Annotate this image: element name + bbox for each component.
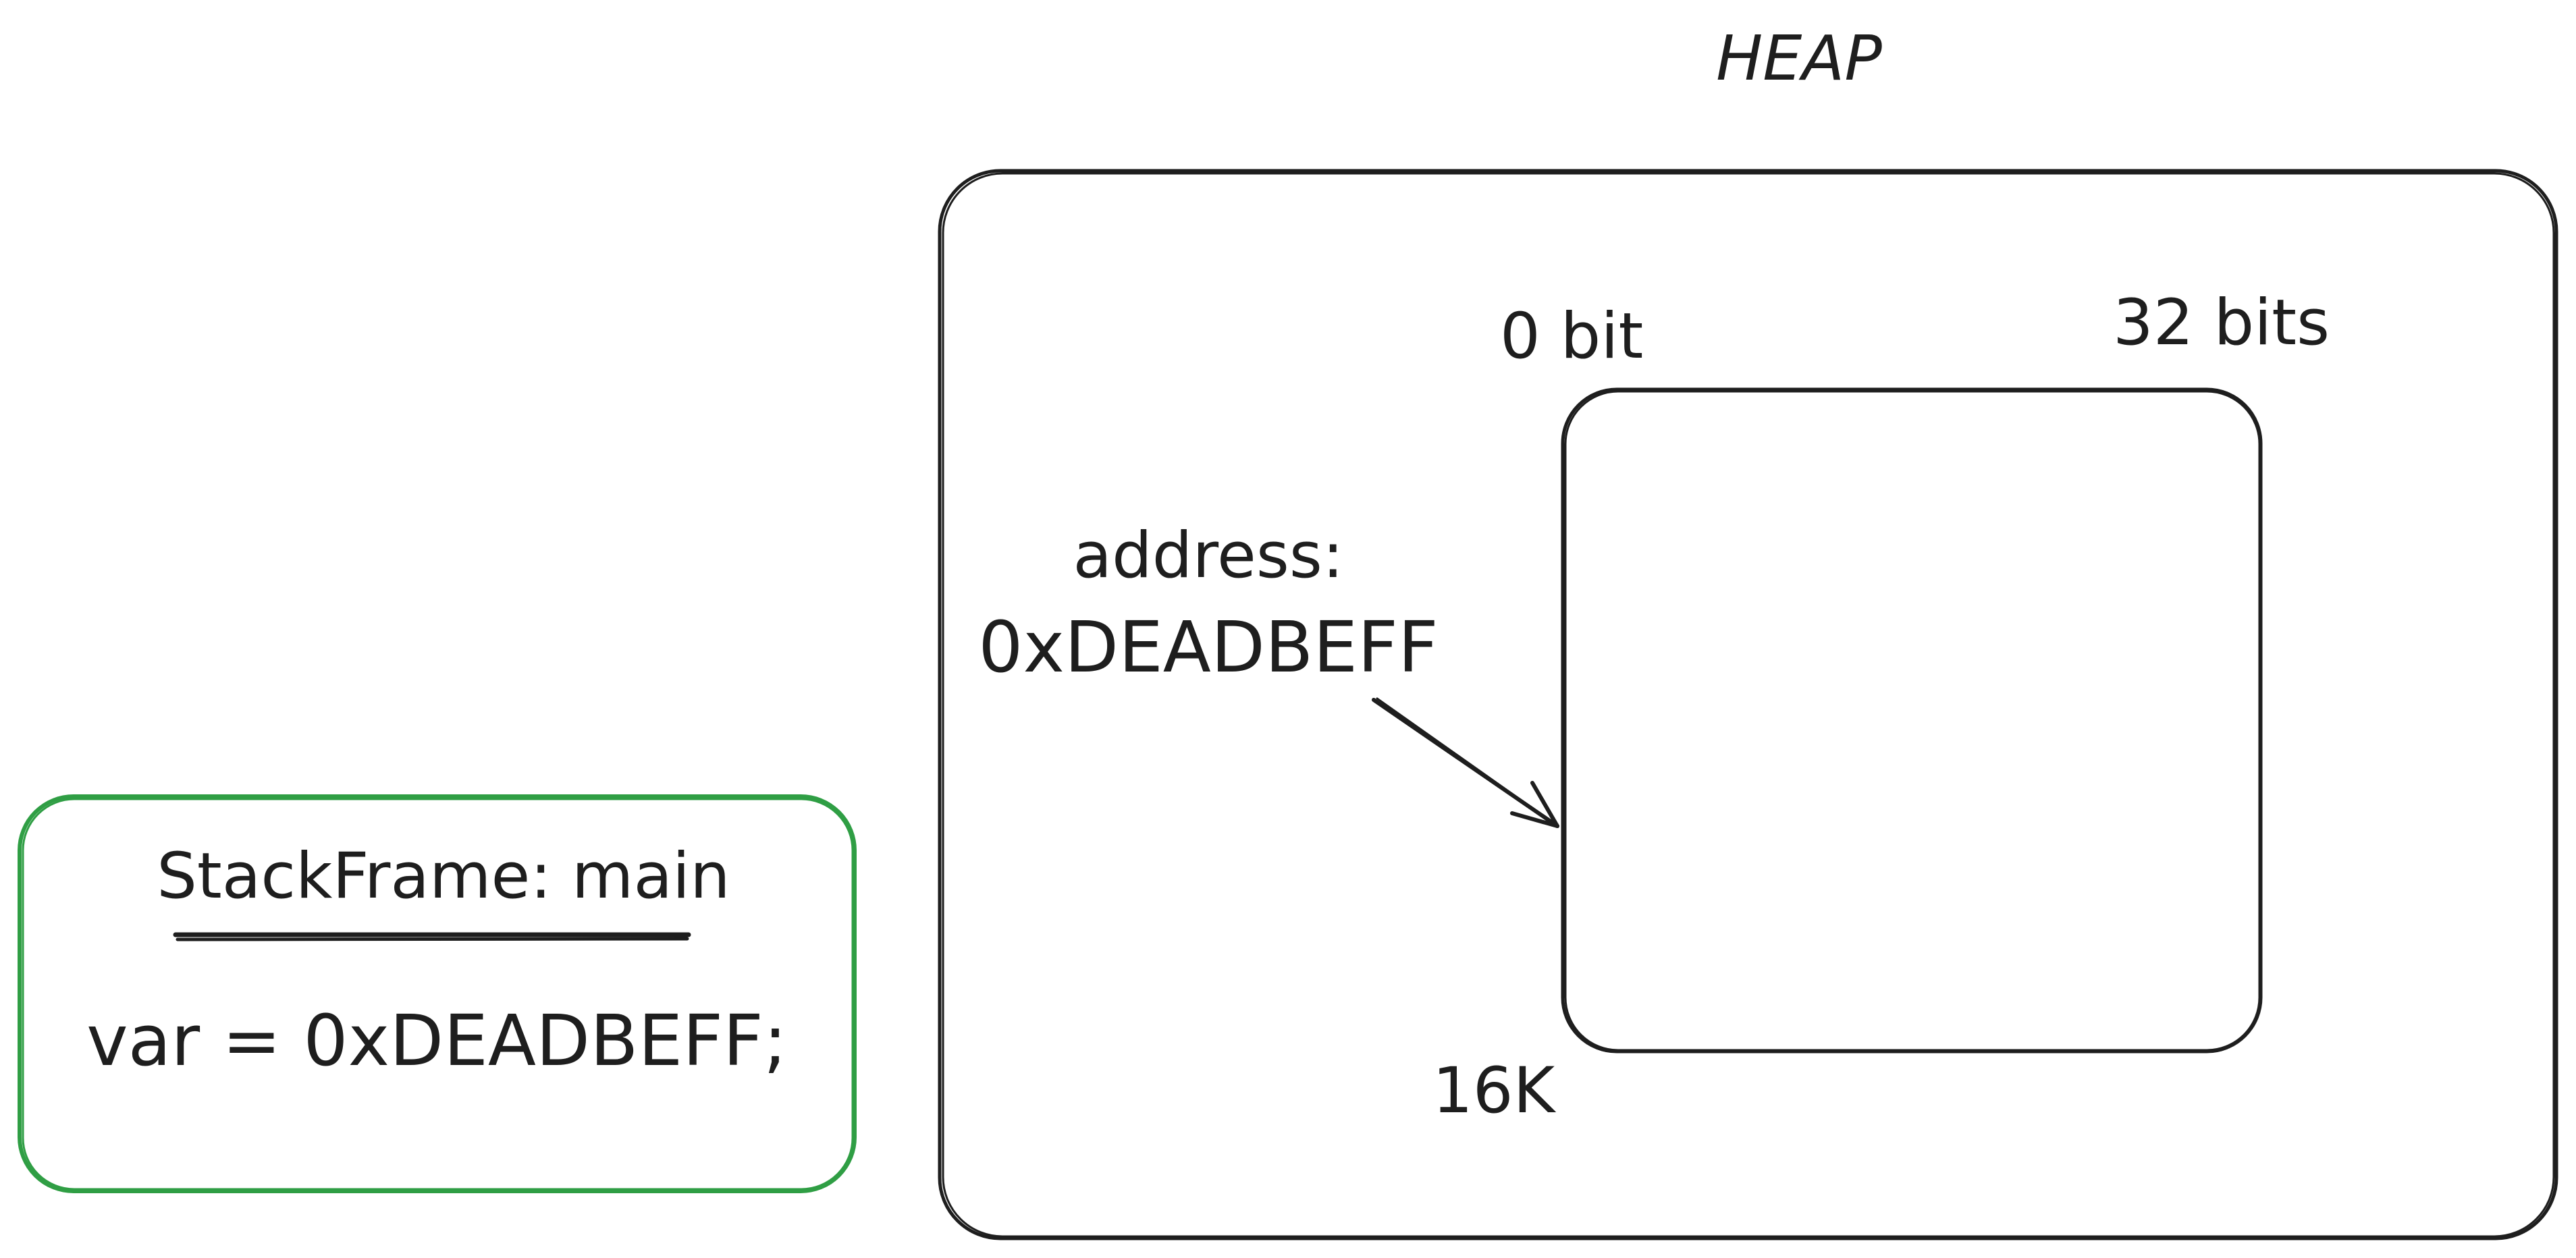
end-bit-label: 32 bits (2113, 286, 2330, 360)
address-label: address: (1073, 519, 1344, 593)
stack-frame-box[interactable] (18, 794, 857, 1193)
stack-frame-title: StackFrame: main (157, 840, 730, 913)
stack-frame-divider (173, 932, 691, 941)
size-label: 16K (1432, 1054, 1557, 1128)
heap-box[interactable] (938, 169, 2558, 1240)
stack-frame-statement: var = 0xDEADBEFF; (86, 1000, 787, 1082)
address-value: 0xDEADBEFF (978, 606, 1438, 688)
pointer-arrow (1372, 697, 1559, 828)
memory-block[interactable] (1561, 387, 2263, 1054)
heap-title: HEAP (1716, 22, 1882, 94)
start-bit-label: 0 bit (1500, 300, 1643, 373)
